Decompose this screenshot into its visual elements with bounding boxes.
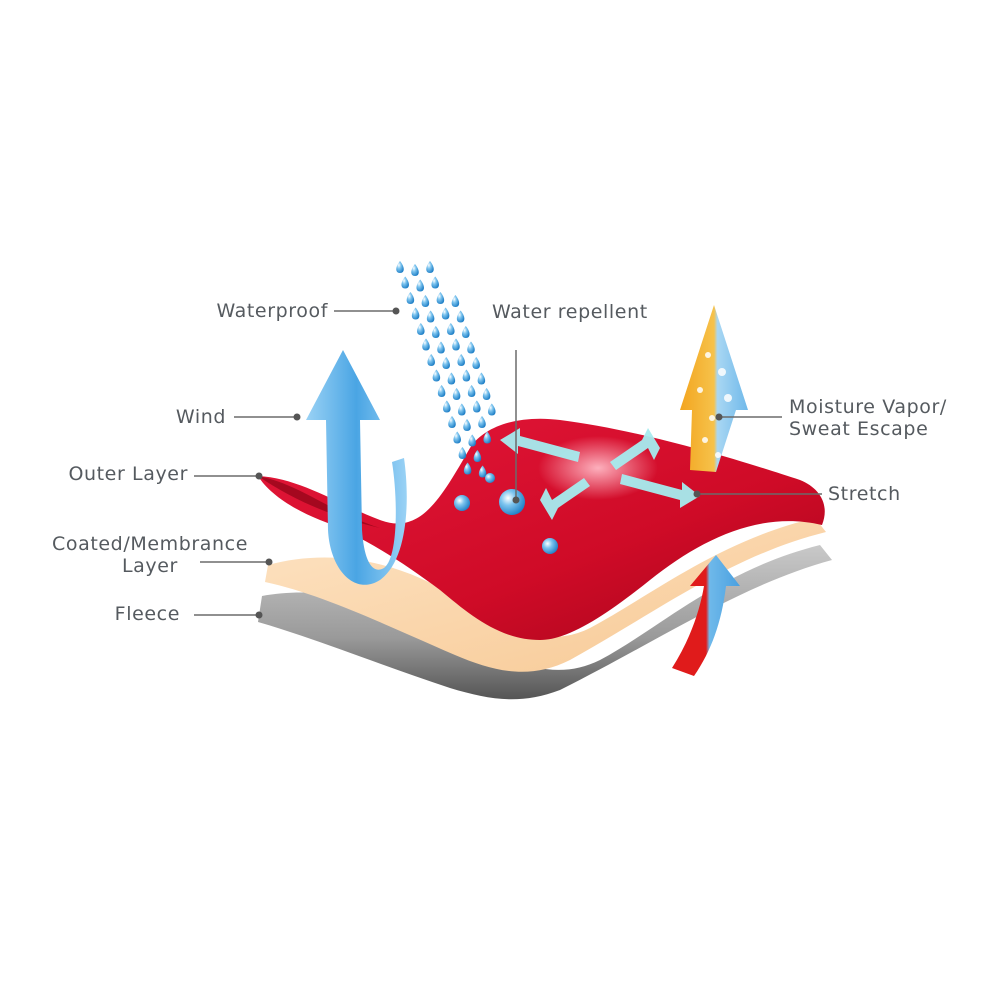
label-stretch: Stretch [828, 483, 901, 505]
label-membrane-line2: Layer [122, 555, 178, 577]
rain-drop [462, 369, 471, 382]
rain-drop [417, 323, 425, 335]
rain-drop [427, 354, 435, 366]
rain-drop [442, 357, 450, 369]
rain-drop [432, 369, 441, 382]
fleece-layer [258, 545, 832, 700]
rain-drop [448, 416, 456, 428]
label-moisture-line2: Sweat Escape [789, 418, 929, 440]
rain-drop [426, 310, 435, 323]
rain-drop [482, 388, 491, 400]
label-wind: Wind [100, 406, 226, 428]
label-moisture-vapor: Moisture Vapor/ Sweat Escape [789, 396, 947, 440]
rain-drop [463, 462, 472, 475]
vapor-arrow [680, 305, 748, 472]
rain-drop [463, 419, 471, 431]
rain-drop [477, 372, 486, 385]
rain-drop [426, 261, 434, 273]
rain-drop [401, 276, 409, 289]
vapor-bubbles [697, 352, 732, 458]
label-membrane-layer: Coated/Membrance Layer [40, 533, 260, 577]
rain-drop [441, 307, 450, 320]
rain-drop [473, 450, 482, 462]
label-waterproof-text: Waterproof [216, 300, 328, 322]
rain-drop [467, 385, 476, 397]
label-moisture-line1: Moisture Vapor/ [789, 396, 947, 418]
rain-drop [431, 276, 439, 289]
rain-drop [437, 341, 445, 354]
label-fleece-text: Fleece [114, 603, 180, 625]
rain-drop [472, 357, 480, 369]
rain-drop [437, 385, 446, 397]
rain-drop [451, 295, 460, 307]
wind-arrow [306, 350, 407, 585]
leader-lines [194, 307, 822, 619]
rain-drop [443, 400, 451, 413]
rain-drop [483, 431, 491, 444]
membrane-layer [265, 518, 826, 672]
rain-drop [396, 261, 404, 273]
rain-drop [406, 292, 415, 304]
label-water-repellent-text: Water repellent [492, 301, 648, 323]
outer-layer [258, 418, 825, 640]
label-outer-layer-text: Outer Layer [68, 463, 188, 485]
rain-drop [411, 307, 420, 320]
rain-drop [478, 465, 487, 478]
rain-drop [452, 338, 460, 351]
label-wind-text: Wind [175, 406, 226, 428]
rain-drop [473, 400, 481, 413]
rain-drop [432, 326, 440, 338]
label-water-repellent: Water repellent [492, 301, 648, 323]
rain-drop [452, 388, 461, 400]
label-membrane-line1: Coated/Membrance [51, 533, 249, 555]
sweat-arrow [672, 555, 740, 676]
rain-drop [447, 372, 456, 385]
label-stretch-text: Stretch [828, 483, 901, 505]
rain-drop [411, 264, 419, 276]
waterproof-rain-drops [396, 261, 496, 478]
rain-drop [488, 403, 496, 416]
rain-drop [436, 292, 445, 304]
rain-drop [458, 447, 467, 459]
water-repellent-beads [454, 473, 558, 554]
rain-drop [478, 416, 486, 428]
rain-drop [457, 354, 465, 366]
rain-drop [421, 295, 430, 307]
outer-layer-fold [258, 476, 380, 528]
stretch-arrows [500, 428, 700, 520]
rain-drop [467, 341, 475, 354]
rain-drop [453, 431, 461, 444]
rain-drop [447, 323, 455, 335]
rain-drop [416, 279, 424, 292]
rain-drop [422, 338, 430, 351]
rain-drop [458, 403, 466, 416]
label-waterproof: Waterproof [150, 300, 328, 322]
rain-drop [468, 434, 476, 447]
label-outer-layer: Outer Layer [20, 463, 188, 485]
label-fleece: Fleece [40, 603, 180, 625]
rain-drop [462, 326, 470, 338]
rain-drop [456, 310, 465, 323]
